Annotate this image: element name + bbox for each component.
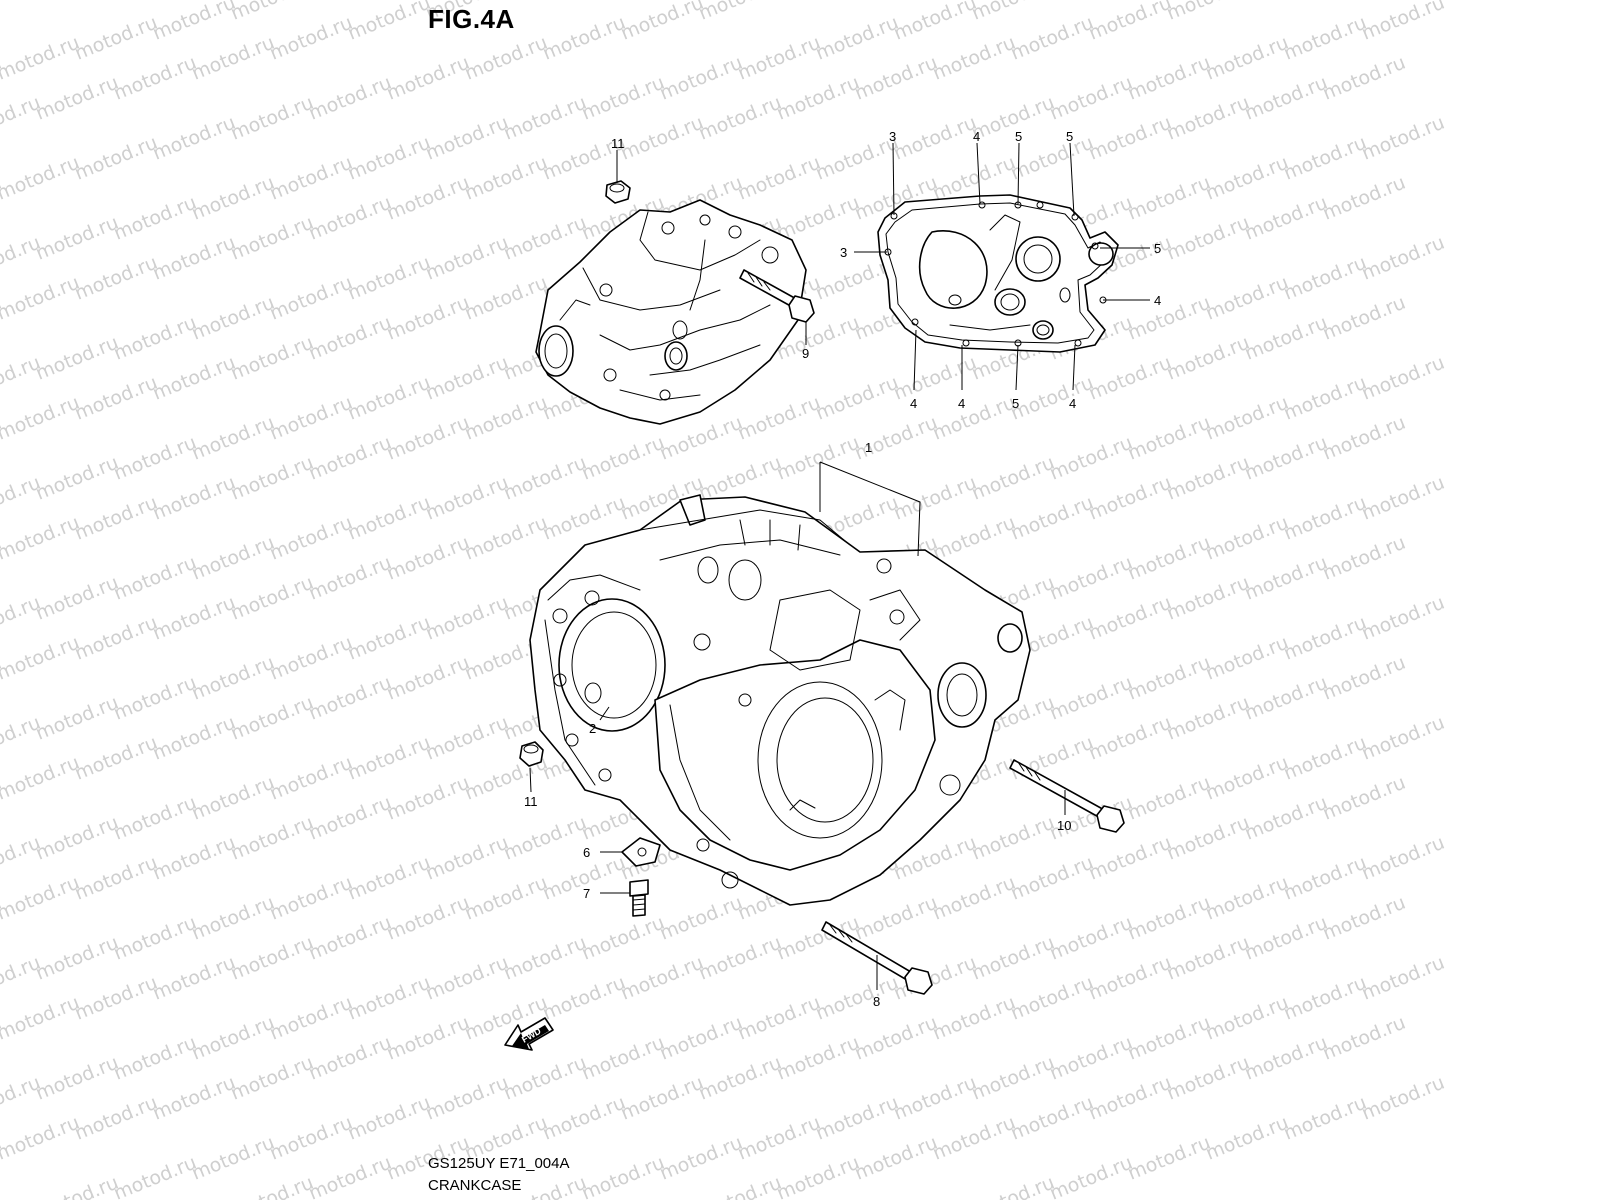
right-crankcase-half-drawing: [535, 199, 807, 425]
bolt-10-drawing: [1009, 759, 1125, 833]
part-1-bracket-drawing: [819, 461, 921, 557]
nut-11-lower-drawing: [519, 741, 544, 767]
bolt-9-drawing: [739, 269, 815, 323]
callout-9: 9: [802, 346, 809, 361]
callout-4: 4: [910, 396, 917, 411]
callout-5: 5: [1066, 129, 1073, 144]
callout-11: 11: [611, 136, 625, 151]
callout-4: 4: [1154, 293, 1161, 308]
callout-3: 3: [840, 245, 847, 260]
leader-lines: [529, 142, 1150, 990]
figure-name: CRANKCASE: [428, 1177, 522, 1194]
callout-6: 6: [583, 845, 590, 860]
forward-direction-arrow: [504, 1017, 554, 1051]
callout-5: 5: [1015, 129, 1022, 144]
left-crankcase-half-drawing: [529, 494, 1031, 906]
callout-5: 5: [1154, 241, 1161, 256]
callout-4: 4: [973, 129, 980, 144]
callout-10: 10: [1057, 818, 1071, 833]
callout-8: 8: [873, 994, 880, 1009]
plate-6-drawing: [621, 837, 661, 867]
callout-3: 3: [889, 129, 896, 144]
callout-1: 1: [865, 440, 872, 455]
figure-code: GS125UY E71_004A: [428, 1155, 570, 1172]
callout-2: 2: [589, 721, 596, 736]
callout-7: 7: [583, 886, 590, 901]
nut-11-top-drawing: [605, 180, 631, 204]
callout-4: 4: [1069, 396, 1076, 411]
crankcase-gasket-drawing: [877, 194, 1119, 353]
figure-title: FIG.4A: [428, 4, 515, 34]
callout-4: 4: [958, 396, 965, 411]
callout-5: 5: [1012, 396, 1019, 411]
callout-11: 11: [524, 794, 538, 809]
bolt-8-drawing: [821, 921, 933, 995]
screw-7-drawing: [629, 879, 649, 917]
